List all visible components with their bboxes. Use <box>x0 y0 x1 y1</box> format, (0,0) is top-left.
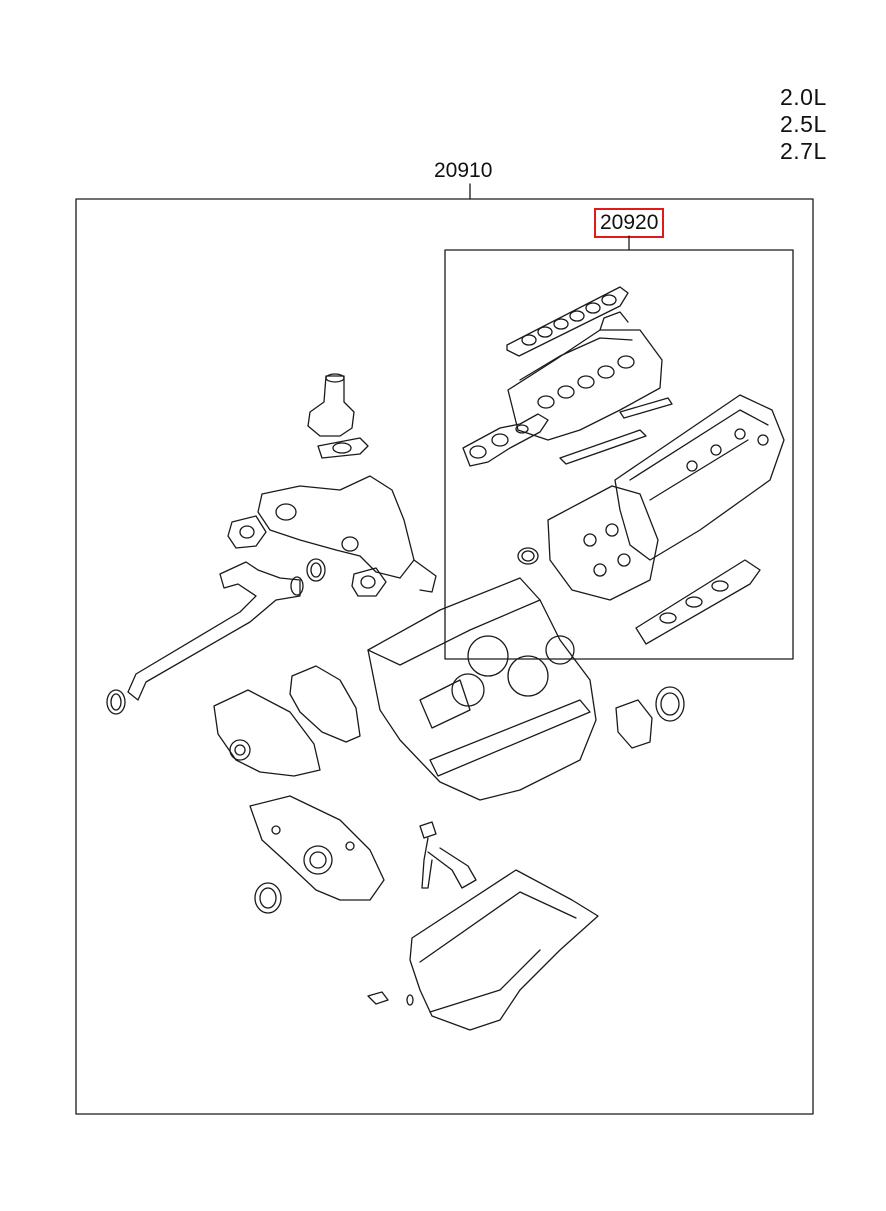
oil-pan <box>409 869 599 1031</box>
head-gasket <box>635 559 761 645</box>
cylinder-head <box>547 485 659 601</box>
crankshaft-front-seal <box>254 882 282 914</box>
oil-strainer <box>419 821 477 889</box>
plenum-gasket <box>559 429 647 465</box>
intake-manifold-gasket <box>506 286 629 357</box>
water-crossover-pipe <box>257 475 437 593</box>
rear-seal-retainer-gasket <box>615 699 653 749</box>
engine-displacement: 2.7L <box>780 138 827 164</box>
thermostat-housing <box>307 373 355 437</box>
thermostat-gasket <box>317 437 369 459</box>
engine-displacement: 2.5L <box>780 111 827 137</box>
crossover-gasket-left <box>227 515 267 549</box>
crossover-gasket-right <box>351 567 387 597</box>
overhaul-kit-part-number[interactable]: 20910 <box>434 159 493 182</box>
camshaft-seal <box>517 547 539 565</box>
timing-cover-gasket <box>289 665 361 743</box>
drain-plug-washer <box>406 994 414 1006</box>
throttle-body-gasket <box>619 397 673 419</box>
outer-kit-boundary <box>75 198 814 1115</box>
rear-main-seal <box>655 686 685 722</box>
oil-pump-housing <box>249 795 385 901</box>
pipe-o-ring-upper <box>306 558 326 582</box>
engine-displacement-list: 2.0L 2.5L 2.7L <box>780 84 850 165</box>
intake-manifold <box>507 311 663 441</box>
engine-block <box>367 577 597 801</box>
engine-displacement: 2.0L <box>780 84 827 110</box>
pipe-o-ring-lower <box>106 689 126 715</box>
water-pump <box>213 689 321 777</box>
water-inlet-pipe <box>127 561 304 701</box>
cylinder-head-cover <box>614 394 785 561</box>
inner-kit-boundary <box>444 249 794 660</box>
exhaust-manifold-gasket <box>462 413 549 467</box>
drain-plug <box>367 991 389 1005</box>
